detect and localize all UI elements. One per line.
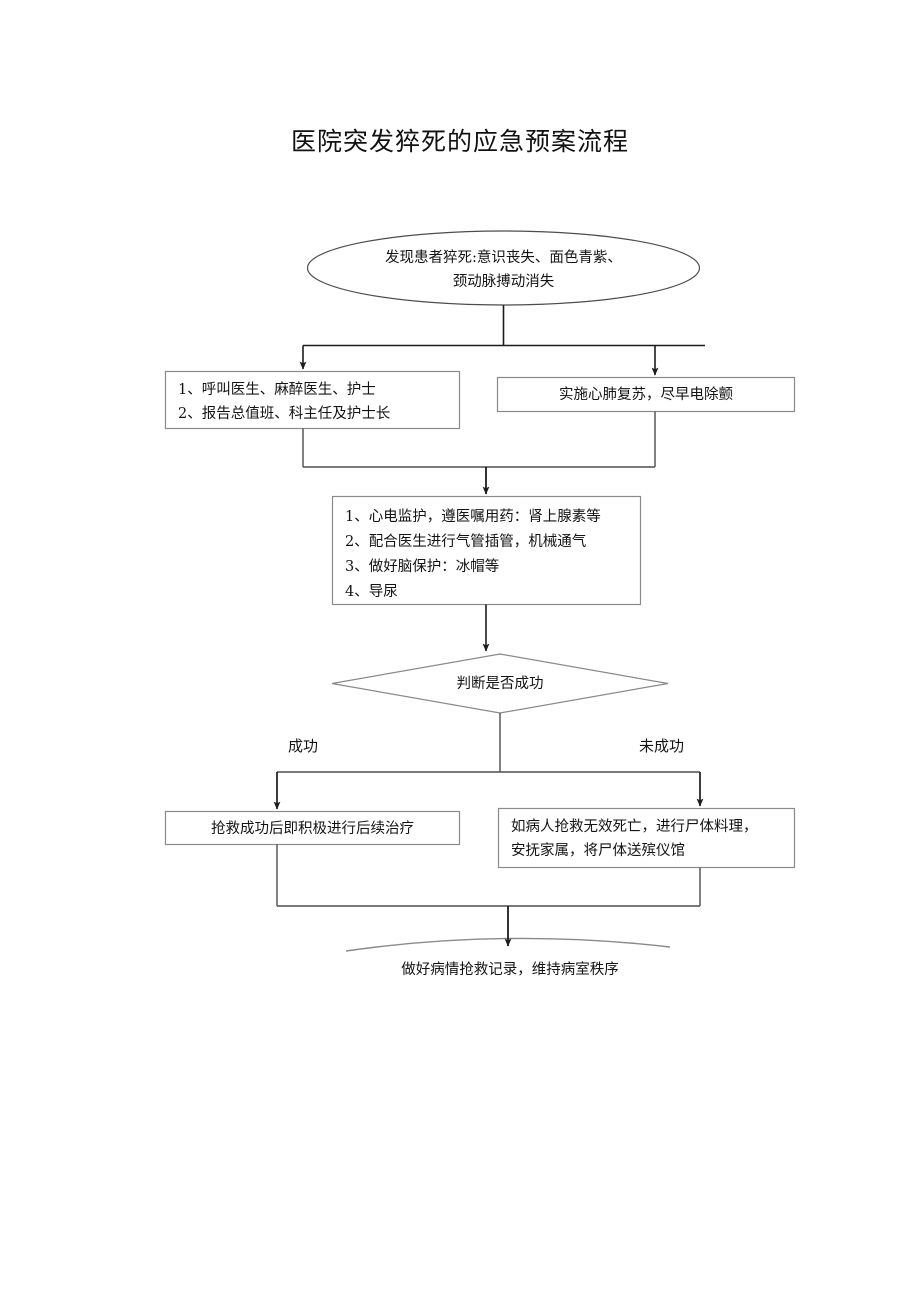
- step-monitor-shape: [331, 495, 642, 606]
- page-title: 医院突发猝死的应急预案流程: [290, 127, 629, 156]
- node-shapes: [164, 230, 796, 952]
- branch-label-success: 成功: [288, 737, 319, 755]
- decision-label: 判断是否成功: [400, 672, 600, 696]
- outcome-failure-line-2: 安抚家属，将尸体送殡仪馆: [511, 843, 685, 859]
- end-node-label: 做好病情抢救记录，维持病室秩序: [320, 958, 700, 982]
- step-monitor-line-1: 1、心电监护，遵医嘱用药：肾上腺素等: [345, 509, 601, 525]
- step-call-label: 1、呼叫医生、麻醉医生、护士 2、报告总值班、科主任及护士长: [178, 378, 458, 426]
- outcome-success-shape: [164, 810, 461, 846]
- decision-line-1: 判断是否成功: [456, 676, 544, 692]
- end-node-line-1: 做好病情抢救记录，维持病室秩序: [401, 962, 619, 978]
- step-monitor-line-4: 4、导尿: [345, 584, 398, 600]
- step-monitor-line-2: 2、配合医生进行气管插管，机械通气: [345, 534, 587, 550]
- outcome-failure-label: 如病人抢救无效死亡，进行尸体料理， 安抚家属，将尸体送殡仪馆: [511, 815, 791, 863]
- step-call-shape: [164, 370, 461, 430]
- step-call-line-1: 1、呼叫医生、麻醉医生、护士: [178, 382, 376, 398]
- branch-label-failure: 未成功: [639, 737, 685, 755]
- start-node-line-2: 颈动脉搏动消失: [452, 274, 555, 290]
- outcome-failure-line-1: 如病人抢救无效死亡，进行尸体料理，: [511, 819, 758, 835]
- step-cpr-shape: [496, 376, 796, 413]
- end-arc-shape: [345, 937, 671, 952]
- connectors: [273, 305, 705, 947]
- outcome-failure-shape: [497, 807, 796, 869]
- step-monitor-line-3: 3、做好脑保护：冰帽等: [345, 559, 500, 575]
- step-call-line-2: 2、报告总值班、科主任及护士长: [178, 406, 391, 422]
- step-cpr-label: 实施心肺复苏，尽早电除颤: [498, 383, 794, 407]
- outcome-success-label: 抢救成功后即积极进行后续治疗: [166, 817, 459, 841]
- step-cpr-line-1: 实施心肺复苏，尽早电除颤: [559, 387, 733, 403]
- outcome-success-line-1: 抢救成功后即积极进行后续治疗: [211, 821, 414, 837]
- step-monitor-label: 1、心电监护，遵医嘱用药：肾上腺素等 2、配合医生进行气管插管，机械通气 3、做…: [345, 505, 637, 605]
- start-node-label: 发现患者猝死:意识丧失、面色青紫、 颈动脉搏动消失: [307, 246, 700, 294]
- start-node-line-1: 发现患者猝死:意识丧失、面色青紫、: [385, 250, 622, 266]
